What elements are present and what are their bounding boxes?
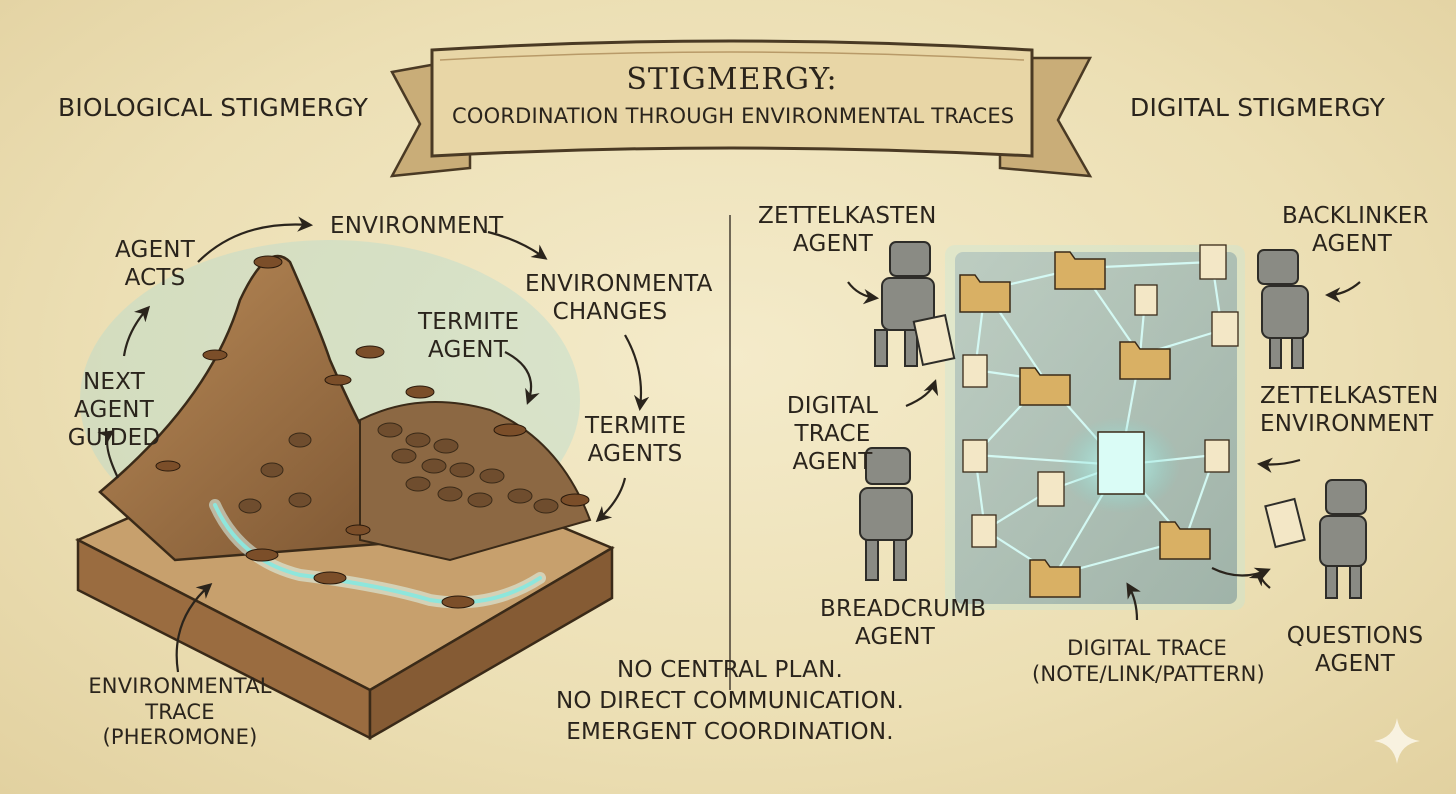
label-termite-agent: TERMITE AGENT xyxy=(418,308,518,364)
banner-subtitle: COORDINATION THROUGH ENVIRONMENTAL TRACE… xyxy=(452,104,1012,130)
label-backlinker-agent: BACKLINKER AGENT xyxy=(1282,202,1422,258)
label-questions-agent: QUESTIONS AGENT xyxy=(1285,622,1425,678)
label-zettelkasten-agent: ZETTELKASTEN AGENT xyxy=(758,202,908,258)
sparkle-icon xyxy=(1374,718,1420,764)
zettelkasten-network-board xyxy=(945,245,1245,610)
label-environment-changes: ENVIRONMENTA CHANGES xyxy=(525,270,695,326)
label-zettelkasten-environment: ZETTELKASTEN ENVIRONMENT xyxy=(1260,382,1420,438)
label-next-agent-guided: NEXT AGENT GUIDED xyxy=(48,368,180,452)
label-environment: ENVIRONMENT xyxy=(330,212,490,240)
label-digital-trace: DIGITAL TRACE (NOTE/LINK/PATTERN) xyxy=(1032,636,1262,687)
label-agent-acts: AGENT ACTS xyxy=(100,236,210,292)
label-breadcrumb-agent: BREADCRUMB AGENT xyxy=(820,595,970,651)
right-heading: DIGITAL STIGMERGY xyxy=(1130,93,1375,124)
label-environmental-trace: ENVIRONMENTAL TRACE (PHEROMONE) xyxy=(55,674,305,751)
banner-title: STIGMERGY: xyxy=(532,62,932,99)
label-termite-agents: TERMITE AGENTS xyxy=(585,412,685,468)
motto-text: NO CENTRAL PLAN. NO DIRECT COMMUNICATION… xyxy=(550,655,910,748)
left-heading: BIOLOGICAL STIGMERGY xyxy=(58,93,348,124)
label-digital-trace-agent: DIGITAL TRACE AGENT xyxy=(755,392,910,476)
